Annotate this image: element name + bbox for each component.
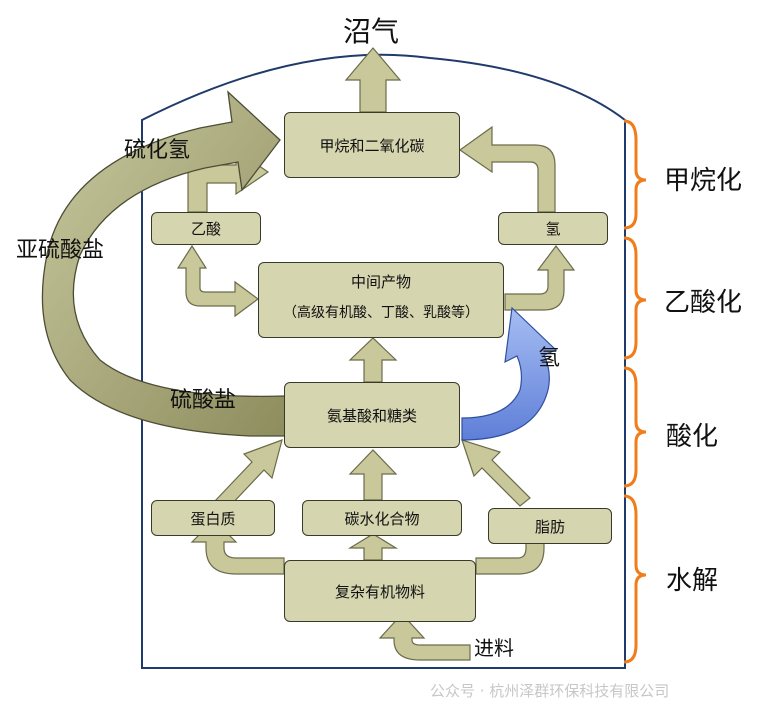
watermark-text: 公众号 · 杭州泽群环保科技有限公司 <box>430 682 670 700</box>
bracket-acidogenesis <box>623 366 647 488</box>
stage-methanation: 甲烷化 <box>664 166 743 196</box>
biogas-title: 沼气 <box>343 15 400 48</box>
sulfur-cycle-arrow <box>41 90 286 437</box>
acetic-acid-box: 乙酸 <box>151 212 261 245</box>
intermediate-to-hydrogen-arrow <box>504 245 576 311</box>
feed-arrow <box>378 613 471 661</box>
stage-acetogenesis: 乙酸化 <box>664 288 743 318</box>
hydrogen-box: 氢 <box>498 212 608 245</box>
carbohydrate-box: 碳水化合物 <box>302 500 462 536</box>
feed-label: 进料 <box>474 636 514 660</box>
intermediate-acetic-arrow <box>176 244 260 318</box>
hydrogen-to-methane-arrow <box>458 125 556 213</box>
protein-box: 蛋白质 <box>151 500 275 536</box>
complex-to-carbohydrate-arrow <box>347 533 399 561</box>
bracket-methanation <box>623 119 647 230</box>
amino-to-intermediate-arrow <box>348 337 398 383</box>
protein-to-amino-arrow <box>212 439 283 509</box>
complex-organic-box: 复杂有机物料 <box>284 560 476 622</box>
biogas-up-arrow <box>344 47 402 113</box>
stage-brackets <box>623 119 647 664</box>
sulfate-label: 硫酸盐 <box>170 388 237 413</box>
amino-sugars-box: 氨基酸和糖类 <box>284 382 460 448</box>
bracket-hydrolysis <box>623 494 647 664</box>
stage-hydrolysis: 水解 <box>666 566 719 596</box>
h2s-label: 硫化氢 <box>124 138 191 163</box>
digester-vessel-outline <box>141 53 626 669</box>
hydrogen-arrow-label: 氢 <box>538 346 561 371</box>
methane-co2-box: 甲烷和二氧化碳 <box>284 112 460 178</box>
stage-acidogenesis: 酸化 <box>666 422 719 452</box>
intermediate-box: 中间产物 （高级有机酸、丁酸、乳酸等） <box>258 262 504 338</box>
fat-to-amino-arrow <box>461 439 531 507</box>
hydrogen-blue-arrow <box>461 306 558 441</box>
carbohydrate-to-amino-arrow <box>348 449 398 501</box>
intermediate-detail: （高级有机酸、丁酸、乳酸等） <box>283 305 479 321</box>
sulfite-label: 亚硫酸盐 <box>16 238 105 263</box>
fat-box: 脂肪 <box>488 508 612 544</box>
bracket-acetogenesis <box>623 236 647 360</box>
intermediate-title: 中间产物 <box>350 273 411 291</box>
